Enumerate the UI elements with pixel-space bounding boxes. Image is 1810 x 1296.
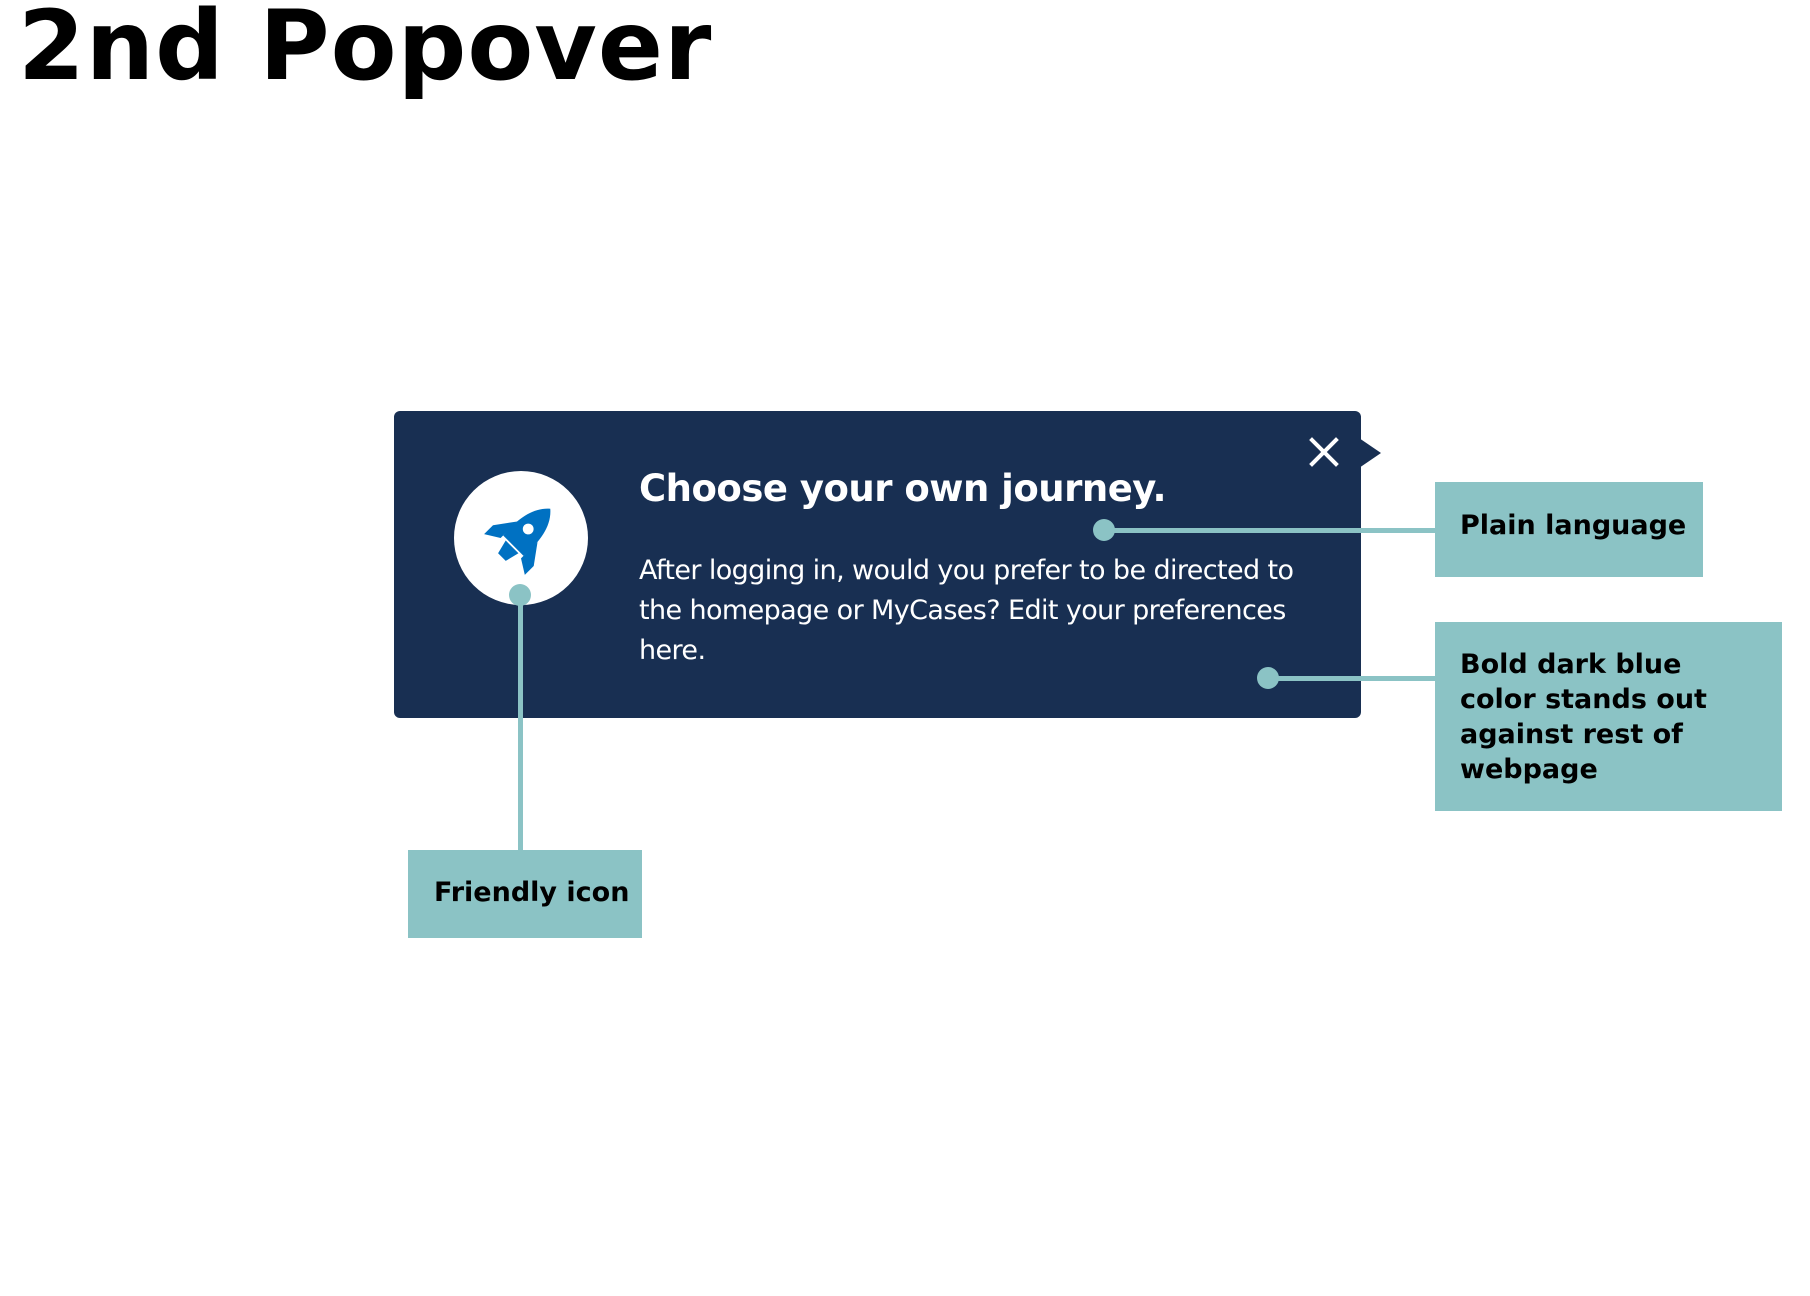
icon-circle — [454, 471, 588, 605]
close-button[interactable] — [1303, 431, 1345, 473]
friendly-icon-marker — [509, 584, 531, 606]
friendly-icon-label: Friendly icon — [434, 877, 630, 908]
friendly-icon-connector — [518, 596, 523, 851]
popover: Choose your own journey. After logging i… — [394, 411, 1361, 718]
plain-language-label: Plain language — [1460, 510, 1687, 541]
popover-heading: Choose your own journey. — [639, 467, 1167, 510]
plain-language-callout: Plain language — [1435, 482, 1703, 577]
bold-color-label: Bold dark blue color stands out against … — [1460, 649, 1707, 785]
close-icon — [1309, 437, 1339, 467]
rocket-icon — [484, 508, 551, 575]
popover-pointer — [1359, 438, 1381, 468]
friendly-icon-callout: Friendly icon — [408, 850, 642, 938]
bold-color-connector — [1268, 676, 1436, 681]
popover-body: After logging in, would you prefer to be… — [639, 555, 1294, 666]
page-title: 2nd Popover — [18, 0, 713, 102]
plain-language-marker — [1093, 519, 1115, 541]
plain-language-connector — [1106, 528, 1436, 533]
bold-color-callout: Bold dark blue color stands out against … — [1435, 622, 1782, 811]
bold-color-marker — [1257, 667, 1279, 689]
